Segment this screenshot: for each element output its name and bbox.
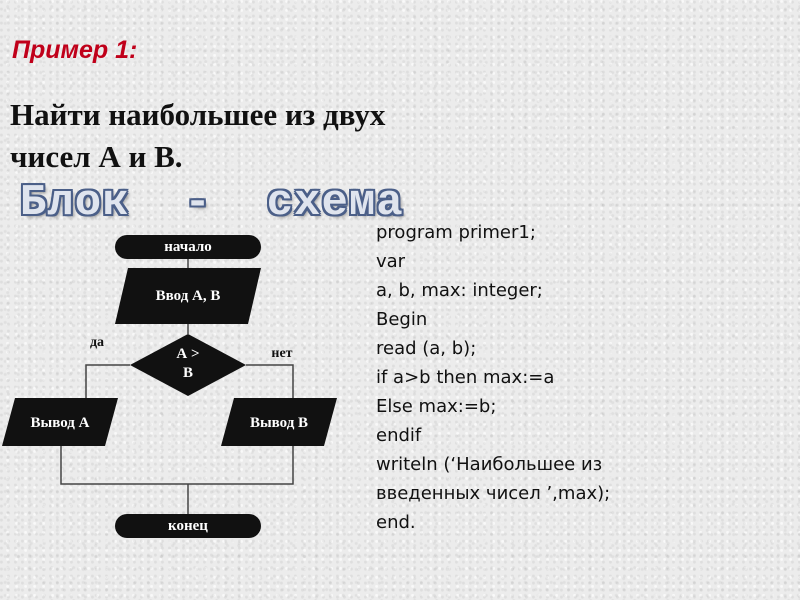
condition-label-line-1: А > <box>176 346 200 362</box>
output-b-label: Вывод В <box>249 415 309 431</box>
task-line-2: чисел А и В. <box>10 139 183 174</box>
section-title: Блок - схема <box>20 178 404 228</box>
code-line: program primer1; <box>376 222 536 243</box>
example-label: Пример 1: <box>12 36 138 64</box>
flowchart: начало Ввод А, В А > В да нет Вывод А Вы… <box>0 228 380 548</box>
start-terminal <box>115 235 261 259</box>
no-branch-label: нет <box>271 346 293 361</box>
code-line: Begin <box>376 309 428 330</box>
code-line: writeln (‘Наибольшее из <box>376 454 603 475</box>
task-line-1: Найти наибольшее из двух <box>10 97 386 132</box>
end-label: конец <box>168 518 208 534</box>
code-line: endif <box>376 425 422 446</box>
connector-yes-branch <box>85 364 130 398</box>
connector-no-branch <box>246 364 294 398</box>
condition-block <box>130 334 246 396</box>
input-label: Ввод А, В <box>155 288 221 304</box>
condition-label-line-2: В <box>182 365 193 381</box>
input-block <box>115 268 261 324</box>
code-line: end. <box>376 512 416 533</box>
code-line: Else max:=b; <box>376 396 497 417</box>
code-line: var <box>376 251 406 272</box>
code-line: a, b, max: integer; <box>376 280 543 301</box>
output-b-block <box>221 398 337 446</box>
code-listing: program primer1; var a, b, max: integer;… <box>376 218 696 537</box>
code-line: read (a, b); <box>376 338 477 359</box>
output-a-label: Вывод А <box>30 415 90 431</box>
code-line: введенных чисел ’,max); <box>376 483 611 504</box>
flowchart-diagram <box>2 235 337 538</box>
connector-merge <box>60 446 294 485</box>
task-statement: Найти наибольшее из двух чисел А и В. <box>10 94 570 178</box>
start-label: начало <box>164 239 212 255</box>
output-a-block <box>2 398 118 446</box>
code-line: if a>b then max:=a <box>376 367 555 388</box>
yes-branch-label: да <box>89 335 105 350</box>
end-terminal <box>115 514 261 538</box>
